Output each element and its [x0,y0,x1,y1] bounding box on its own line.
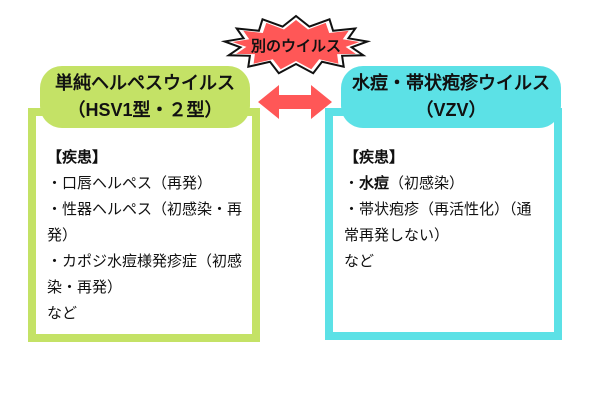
double-arrow-icon [258,84,332,120]
disease-item: ・カポジ水痘様発疹症（初感染・再発） [47,253,243,296]
disease-name-emphasis: 水痘 [359,175,390,192]
vzv-title-pill: 水痘・帯状疱疹ウイルス （VZV） [341,66,561,128]
hsv-section-heading: 【疾患】 [47,149,108,166]
vzv-title-line1: 水痘・帯状疱疹ウイルス [352,73,550,93]
burst-label: 別のウイルス [250,37,341,55]
etc-label: など [47,305,78,322]
vzv-body: 【疾患】 ・水痘（初感染） ・帯状疱疹（再活性化）（通常再発しない） など [333,116,554,283]
disease-item: ・帯状疱疹（再活性化）（通常再発しない） [344,197,546,249]
vzv-title-line2: （VZV） [415,100,487,120]
hsv-box: 【疾患】 ・口唇ヘルペス（再発） ・性器ヘルペス（初感染・再発） ・カポジ水痘様… [28,108,260,342]
burst-star-icon [221,14,371,75]
vzv-section-heading: 【疾患】 [344,149,405,166]
hsv-title-pill: 単純ヘルペスウイルス （HSV1型・２型） [40,66,250,128]
bullet: ・ [344,175,360,192]
disease-item-text: 帯状疱疹（再活性化）（通常再発しない） [344,201,532,244]
hsv-title-line2: （HSV1型・２型） [67,100,223,120]
burst-badge: 別のウイルス [221,13,371,77]
etc-label: など [344,253,375,270]
vzv-box: 【疾患】 ・水痘（初感染） ・帯状疱疹（再活性化）（通常再発しない） など [325,108,562,340]
disease-item: ・性器ヘルペス（初感染・再発） [47,201,243,244]
bullet: ・ [344,201,360,218]
hsv-title-line1: 単純ヘルペスウイルス [55,73,235,93]
disease-item: ・水痘（初感染） [344,171,546,197]
disease-item-text: （初感染） [389,175,465,192]
hsv-body: 【疾患】 ・口唇ヘルペス（再発） ・性器ヘルペス（初感染・再発） ・カポジ水痘様… [36,116,252,335]
disease-item: ・口唇ヘルペス（再発） [47,175,213,192]
